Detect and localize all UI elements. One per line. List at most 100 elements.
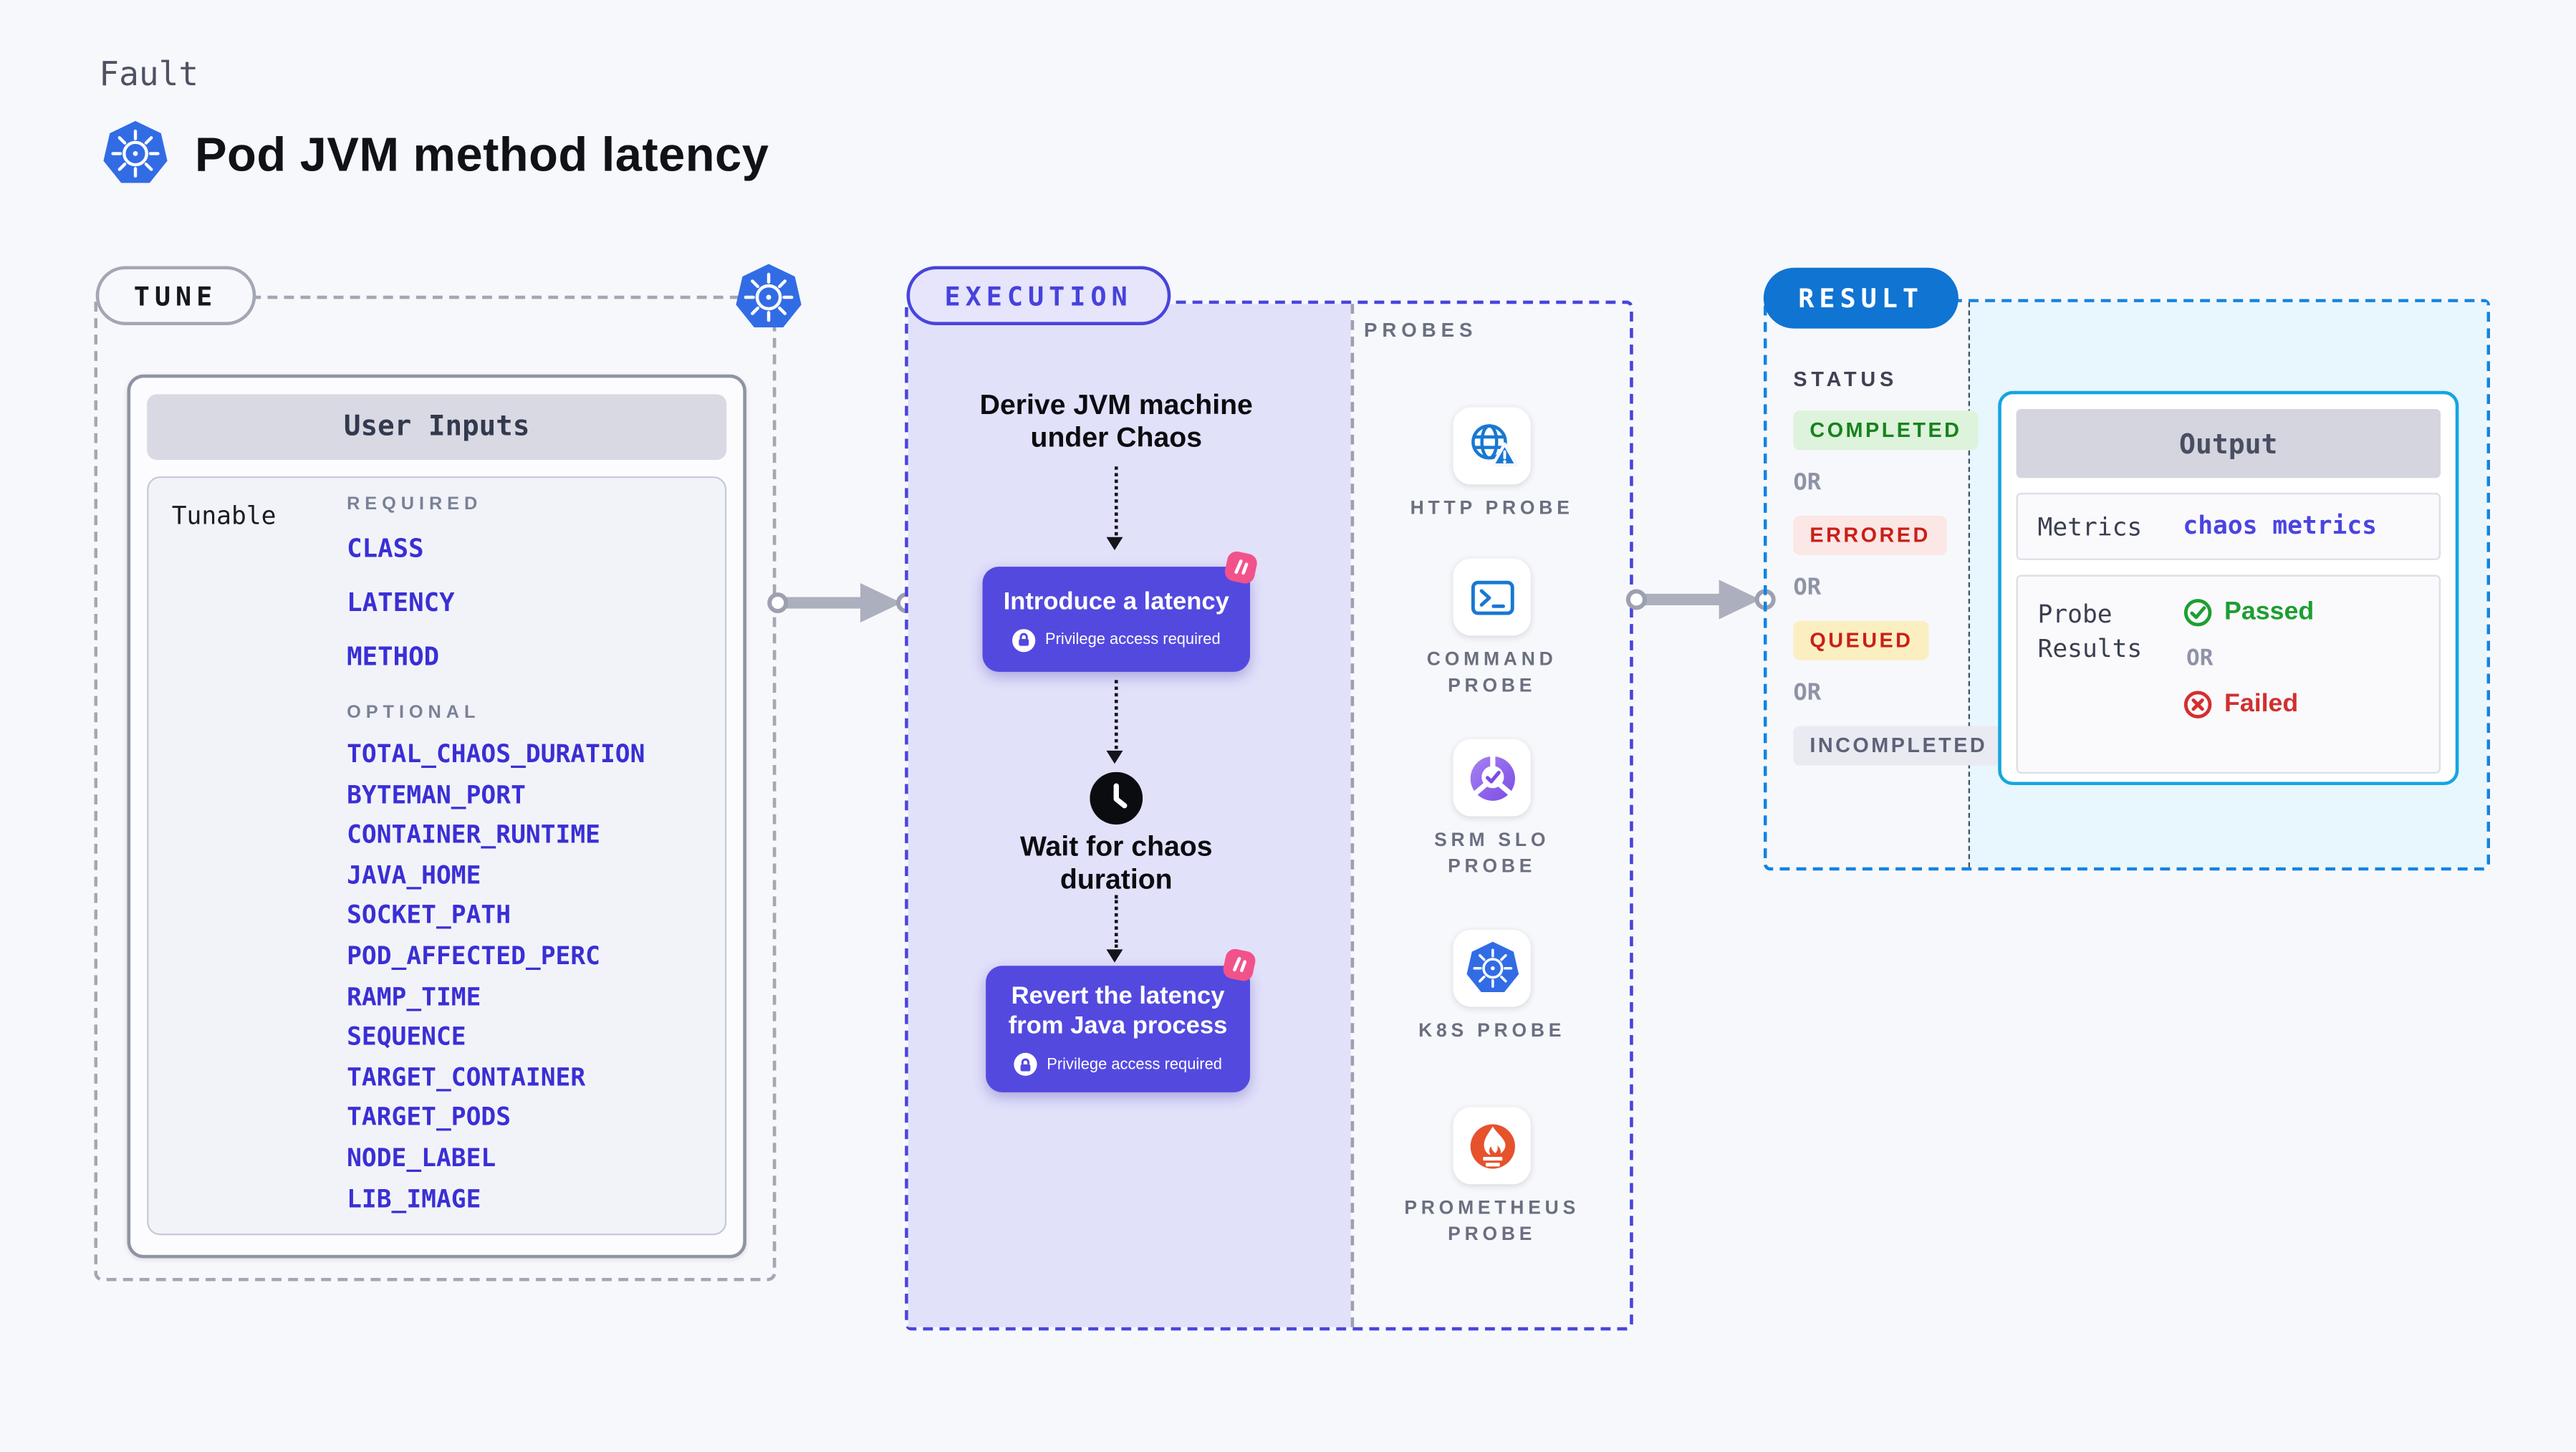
tunable-item: LATENCY <box>347 587 455 618</box>
probe-results-row: Probe Results Passed OR Failed <box>2016 574 2441 774</box>
prometheus-icon <box>1462 1116 1522 1175</box>
flow-connector <box>1114 680 1118 749</box>
probes-label: PROBES <box>1364 318 1478 342</box>
kubernetes-icon <box>733 261 804 334</box>
status-label: STATUS <box>1793 367 1898 391</box>
page-title: Pod JVM method latency <box>195 130 769 183</box>
flow-arrowhead <box>1106 949 1123 963</box>
failed-row: Failed <box>2183 690 2314 719</box>
terminal-icon <box>1464 569 1519 625</box>
chaos-icon <box>1222 549 1260 587</box>
status-badge: INCOMPLETED <box>1793 726 2004 766</box>
tunable-list: REQUIRED CLASS LATENCY METHOD OPTIONAL T… <box>347 494 645 1223</box>
slo-gauge-icon <box>1462 748 1522 807</box>
flow-connector <box>1114 466 1118 536</box>
probe-label: SRM SLO PROBE <box>1434 831 1550 877</box>
or-label: OR <box>1793 680 1822 706</box>
kubernetes-icon <box>1464 940 1519 997</box>
probe-results-values: Passed OR Failed <box>2183 598 2314 720</box>
or-label: OR <box>1793 469 1822 496</box>
tunable-item: TARGET_PODS <box>347 1102 511 1133</box>
probe-card <box>1453 407 1531 485</box>
lock-icon <box>1011 628 1036 652</box>
output-header: Output <box>2016 408 2441 479</box>
tune-section <box>94 295 777 1282</box>
tunable-item: CLASS <box>347 534 424 564</box>
step-wait-duration: Wait for chaos duration <box>1019 831 1213 895</box>
execution-pill: EXECUTION <box>906 266 1171 326</box>
flow-connector <box>1114 895 1118 948</box>
probe-http: HTTP PROBE <box>1351 407 1633 524</box>
privilege-text: Privilege access required <box>1044 630 1221 649</box>
probe-srm-slo: SRM SLO PROBE <box>1351 739 1633 880</box>
flow-arrowhead <box>1106 537 1123 551</box>
probes-divider <box>1350 304 1355 1327</box>
action-introduce-latency: Introduce a latency Privilege access req… <box>982 567 1250 672</box>
privilege-text: Privilege access required <box>1047 1055 1222 1074</box>
probe-card <box>1453 1107 1531 1185</box>
result-divider <box>1968 302 1971 867</box>
status-badge: COMPLETED <box>1793 410 1979 451</box>
status-badge: QUEUED <box>1793 620 1930 660</box>
probe-label: K8S PROBE <box>1418 1021 1566 1042</box>
probe-k8s: K8S PROBE <box>1351 929 1633 1046</box>
tune-pill: TUNE <box>95 266 256 326</box>
fault-kicker: Fault <box>99 54 199 94</box>
result-pill: RESULT <box>1763 267 1959 329</box>
tunable-row-label: Tunable <box>171 501 277 531</box>
tunable-panel: Tunable REQUIRED CLASS LATENCY METHOD OP… <box>147 476 727 1236</box>
chaos-icon <box>1220 946 1258 984</box>
probe-label: PROMETHEUS PROBE <box>1404 1198 1580 1244</box>
tunable-item: TOTAL_CHAOS_DURATION <box>347 739 645 769</box>
tunable-item: NODE_LABEL <box>347 1143 496 1173</box>
kubernetes-icon <box>101 118 170 189</box>
clock-icon <box>1090 771 1143 825</box>
tunable-item: SEQUENCE <box>347 1021 466 1052</box>
passed-row: Passed <box>2183 598 2314 628</box>
metrics-row: Metrics chaos metrics <box>2016 492 2441 560</box>
probe-results-label: Probe Results <box>2037 599 2143 664</box>
failed-label: Failed <box>2224 690 2299 718</box>
privilege-badge: Privilege access required <box>1014 1052 1222 1076</box>
step-derive-jvm: Derive JVM machine under Chaos <box>979 389 1253 453</box>
or-label: OR <box>1793 574 1822 602</box>
user-inputs-card: User Inputs Tunable REQUIRED CLASS LATEN… <box>127 374 746 1259</box>
arrow-execution-to-result <box>1625 575 1777 625</box>
tunable-item: BYTEMAN_PORT <box>347 779 526 809</box>
privilege-badge: Privilege access required <box>1011 628 1221 652</box>
tunable-item: TARGET_CONTAINER <box>347 1062 586 1092</box>
passed-label: Passed <box>2224 597 2315 626</box>
tunable-item: POD_AFFECTED_PERC <box>347 941 600 971</box>
optional-label: OPTIONAL <box>347 703 481 723</box>
x-circle-icon <box>2183 691 2212 718</box>
probe-card <box>1453 558 1531 636</box>
probe-card <box>1453 929 1531 1007</box>
flow-arrowhead <box>1106 750 1123 764</box>
user-inputs-header: User Inputs <box>147 394 727 461</box>
tunable-item: JAVA_HOME <box>347 860 481 890</box>
tunable-item: METHOD <box>347 642 440 672</box>
probe-prometheus: PROMETHEUS PROBE <box>1351 1107 1633 1248</box>
metrics-value: chaos metrics <box>2183 511 2378 541</box>
action-title: Revert the latency from Java process <box>1008 982 1228 1040</box>
output-card: Output Metrics chaos metrics Probe Resul… <box>1998 390 2459 786</box>
check-circle-icon <box>2183 599 2212 627</box>
lock-icon <box>1014 1052 1037 1076</box>
arrow-tune-to-execution <box>766 578 918 628</box>
probe-label: COMMAND PROBE <box>1426 650 1557 696</box>
tunable-item: CONTAINER_RUNTIME <box>347 819 600 850</box>
or-label: OR <box>2186 645 2214 672</box>
probe-card <box>1453 739 1531 817</box>
tunable-item: LIB_IMAGE <box>347 1183 481 1213</box>
action-revert-latency: Revert the latency from Java process Pri… <box>986 966 1250 1092</box>
status-list: COMPLETED OR ERRORED OR QUEUED OR INCOMP… <box>1793 410 2004 785</box>
status-badge: ERRORED <box>1793 515 1947 556</box>
globe-alert-icon <box>1464 418 1519 474</box>
probe-command: COMMAND PROBE <box>1351 558 1633 700</box>
tunable-item: RAMP_TIME <box>347 981 481 1011</box>
tunable-item: SOCKET_PATH <box>347 900 511 931</box>
action-title: Introduce a latency <box>1003 587 1229 615</box>
probe-label: HTTP PROBE <box>1410 499 1574 519</box>
